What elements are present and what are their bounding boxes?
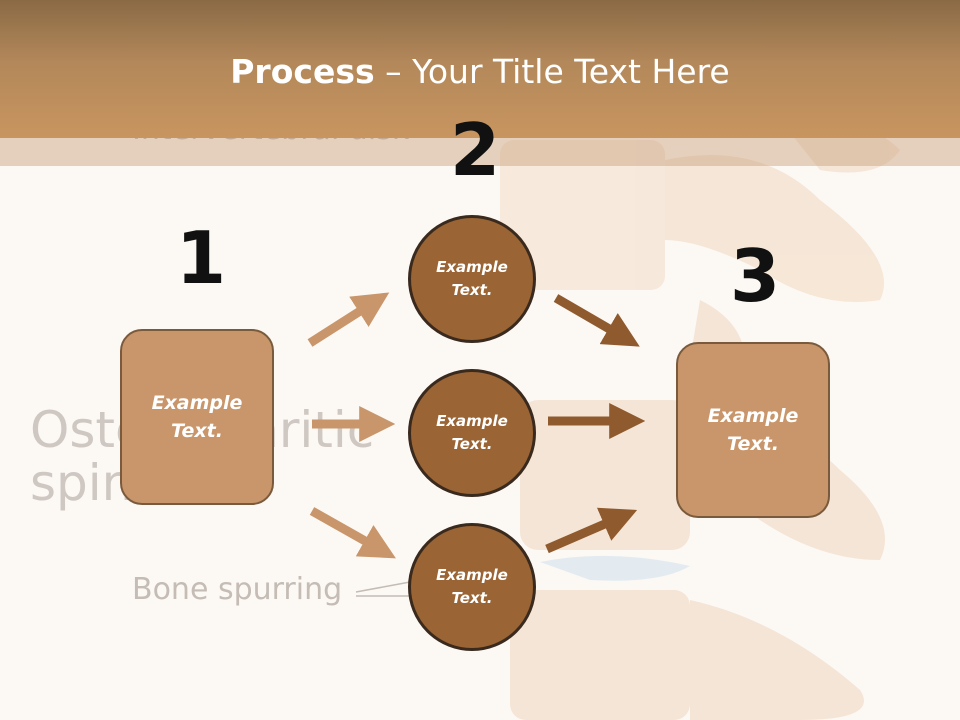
step-circle-middle-text: Example Text.	[436, 411, 508, 453]
step-number-1: 1	[176, 216, 227, 300]
step-box-left: Example Text.	[120, 329, 274, 505]
slide-title-rest: – Your Title Text Here	[374, 52, 730, 91]
step-circle-top-text: Example Text.	[436, 257, 508, 299]
slide-title-bold: Process	[230, 52, 375, 91]
step-circle-middle: Example Text.	[408, 369, 536, 497]
step-number-3: 3	[730, 234, 781, 318]
title-bar	[0, 0, 960, 138]
step-box-left-text: Example Text.	[151, 391, 243, 443]
step-number-2: 2	[450, 108, 501, 192]
step-circle-bottom-text: Example Text.	[436, 565, 508, 607]
step-circle-bottom: Example Text.	[408, 523, 536, 651]
slide-title: Process – Your Title Text Here	[0, 52, 960, 91]
step-box-right: Example Text.	[676, 342, 830, 518]
step-circle-top: Example Text.	[408, 215, 536, 343]
title-bar-band	[0, 138, 960, 166]
step-box-right-text: Example Text.	[707, 404, 799, 456]
ghost-label-bone-spurring: Bone spurring	[132, 572, 343, 607]
